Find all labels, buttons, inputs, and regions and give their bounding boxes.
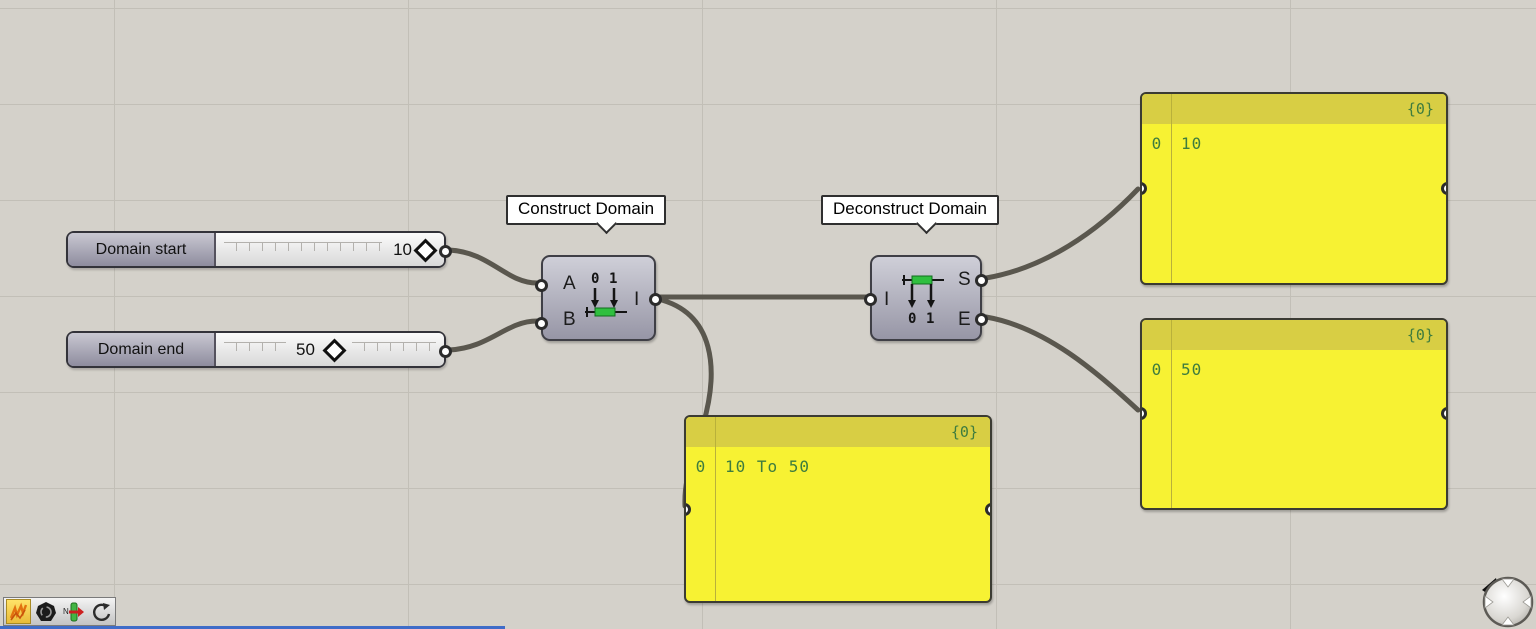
panel-row: 0 10 To 50: [686, 457, 990, 476]
panel-divider: [1171, 320, 1172, 508]
navigation-compass[interactable]: [1478, 572, 1534, 628]
output-nub-s[interactable]: [975, 274, 988, 287]
icon-digit: 1: [926, 311, 935, 327]
slider-output-nub[interactable]: [439, 245, 452, 258]
tooltip-construct-domain: Construct Domain: [506, 195, 667, 235]
panel-row: 0 50: [1142, 360, 1446, 379]
slider-grip[interactable]: [322, 338, 347, 363]
panel-input-nub[interactable]: [1142, 182, 1147, 195]
ink-blob-icon[interactable]: [34, 599, 58, 624]
slider-value: 50: [296, 340, 315, 359]
slider-label: Domain start: [68, 233, 216, 266]
slider-ticks: [224, 342, 286, 351]
slider-label: Domain end: [68, 333, 216, 366]
slider-track[interactable]: 50: [216, 333, 444, 366]
component-deconstruct-domain[interactable]: I S E 0 1: [864, 255, 988, 341]
input-nub-a[interactable]: [535, 279, 548, 292]
wire-s-to-panel2[interactable]: [983, 186, 1141, 281]
row-index: 0: [1151, 360, 1162, 379]
row-value: 10 To 50: [725, 457, 811, 476]
panel-path-header: {0}: [686, 417, 990, 447]
panel-input-nub[interactable]: [1142, 407, 1147, 420]
panel-domain-result[interactable]: {0} 0 10 To 50: [684, 415, 992, 603]
panel-path-header: {0}: [1142, 320, 1446, 350]
panel-row: 0 10: [1142, 134, 1446, 153]
port-label-e: E: [958, 309, 971, 330]
recompute-icon[interactable]: [89, 599, 113, 624]
row-index: 0: [1151, 134, 1162, 153]
svg-text:N: N: [63, 607, 69, 616]
panel-divider: [1171, 94, 1172, 283]
number-slider-domain-end[interactable]: Domain end 50: [66, 331, 452, 368]
deconstruct-domain-glyph: [902, 275, 944, 308]
panel-path-header: {0}: [1142, 94, 1446, 124]
port-label-s: S: [958, 269, 971, 290]
port-label-a: A: [563, 273, 576, 294]
row-index: 0: [695, 457, 706, 476]
wire-slider1-to-a[interactable]: [446, 247, 540, 286]
input-nub-i[interactable]: [864, 293, 877, 306]
panel-output-nub[interactable]: [985, 503, 990, 516]
icon-digit: 0: [908, 311, 917, 327]
slider-ticks: [352, 342, 436, 351]
output-nub-e[interactable]: [975, 313, 988, 326]
window-edge: [0, 626, 505, 629]
deconstruct-domain-icon: 0 1: [900, 271, 948, 329]
slider-track[interactable]: 10: [216, 233, 444, 266]
slider-output-nub[interactable]: [439, 345, 452, 358]
panel-output-nub[interactable]: [1441, 407, 1446, 420]
wire-e-to-panel3[interactable]: [983, 314, 1141, 413]
wire-slider2-to-b[interactable]: [446, 318, 540, 353]
panel-domain-end-result[interactable]: {0} 0 50: [1140, 318, 1448, 510]
slider-value: 10: [393, 240, 412, 259]
slider-grip[interactable]: [413, 238, 438, 263]
input-nub-b[interactable]: [535, 317, 548, 330]
panel-output-nub[interactable]: [1441, 182, 1446, 195]
icon-digit: 1: [609, 271, 618, 287]
output-nub-i[interactable]: [649, 293, 662, 306]
row-value: 10: [1181, 134, 1203, 153]
tooltip-deconstruct-domain: Deconstruct Domain: [821, 195, 1000, 235]
construct-domain-glyph: [585, 288, 627, 317]
port-label-i: I: [634, 289, 640, 310]
port-label-i: I: [884, 289, 890, 310]
component-construct-domain[interactable]: A B I 0 1: [535, 255, 662, 341]
slider-ticks: [224, 242, 382, 251]
row-value: 50: [1181, 360, 1203, 379]
slider-name: Domain start: [95, 240, 187, 258]
canvas-toolbar: N: [3, 597, 116, 626]
panel-divider: [715, 417, 716, 601]
navigate-arrow-icon[interactable]: N: [61, 599, 85, 624]
panel-domain-start-result[interactable]: {0} 0 10: [1140, 92, 1448, 285]
icon-digit: 0: [591, 271, 600, 287]
tooltip-text: Deconstruct Domain: [833, 199, 988, 218]
sketch-icon[interactable]: [6, 599, 31, 624]
tooltip-text: Construct Domain: [518, 199, 655, 218]
number-slider-domain-start[interactable]: Domain start 10: [66, 231, 452, 268]
panel-input-nub[interactable]: [686, 503, 691, 516]
port-label-b: B: [563, 309, 576, 330]
slider-name: Domain end: [97, 340, 185, 358]
construct-domain-icon: 0 1: [583, 271, 631, 329]
